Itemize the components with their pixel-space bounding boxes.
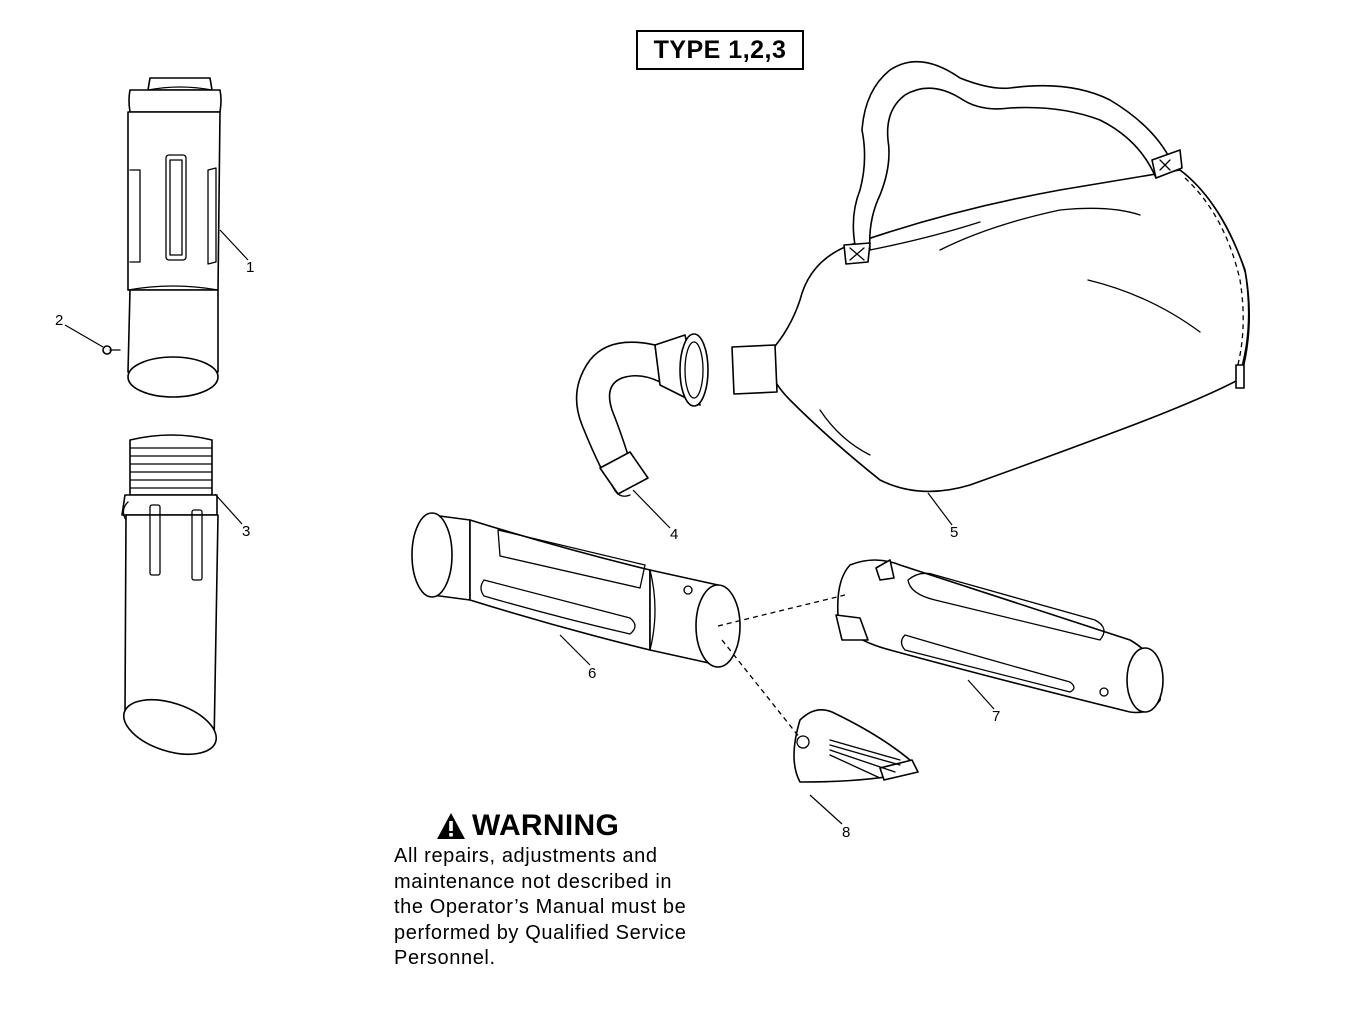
part-3-lower-tube — [121, 434, 219, 756]
assembly-line-6-8 — [721, 639, 801, 739]
leader-1 — [219, 229, 249, 261]
callout-2: 2 — [55, 312, 63, 329]
callout-1: 1 — [246, 259, 254, 276]
callout-6: 6 — [588, 665, 596, 682]
warning-block: WARNING All repairs, adjustments and mai… — [394, 808, 754, 972]
warning-text: All repairs, adjustments and maintenance… — [394, 845, 687, 969]
leader-5 — [927, 492, 953, 526]
part-6-tube — [411, 512, 741, 668]
leader-4 — [632, 489, 671, 529]
type-label: TYPE 1,2,3 — [653, 35, 787, 64]
callout-4: 4 — [670, 526, 678, 543]
part-5-bag — [731, 60, 1251, 493]
callout-7: 7 — [992, 708, 1000, 725]
callout-5: 5 — [950, 524, 958, 541]
type-label-box: TYPE 1,2,3 — [636, 30, 804, 70]
part-1-upper-tube — [127, 77, 222, 398]
leader-2 — [64, 324, 104, 348]
warning-title: WARNING — [472, 809, 620, 842]
part-2-screw — [102, 345, 121, 355]
warning-header: WARNING — [436, 808, 754, 844]
part-4-elbow — [575, 333, 709, 497]
leader-8 — [809, 794, 843, 825]
leader-6 — [559, 634, 591, 666]
assembly-line-6-7 — [717, 594, 846, 627]
part-8-flat-nozzle — [793, 709, 919, 783]
callout-3: 3 — [242, 523, 250, 540]
warning-triangle-icon — [437, 813, 465, 839]
callout-8: 8 — [842, 824, 850, 841]
leader-7 — [967, 679, 995, 710]
leader-3 — [214, 493, 243, 525]
part-7-nozzle-tube — [835, 559, 1164, 714]
